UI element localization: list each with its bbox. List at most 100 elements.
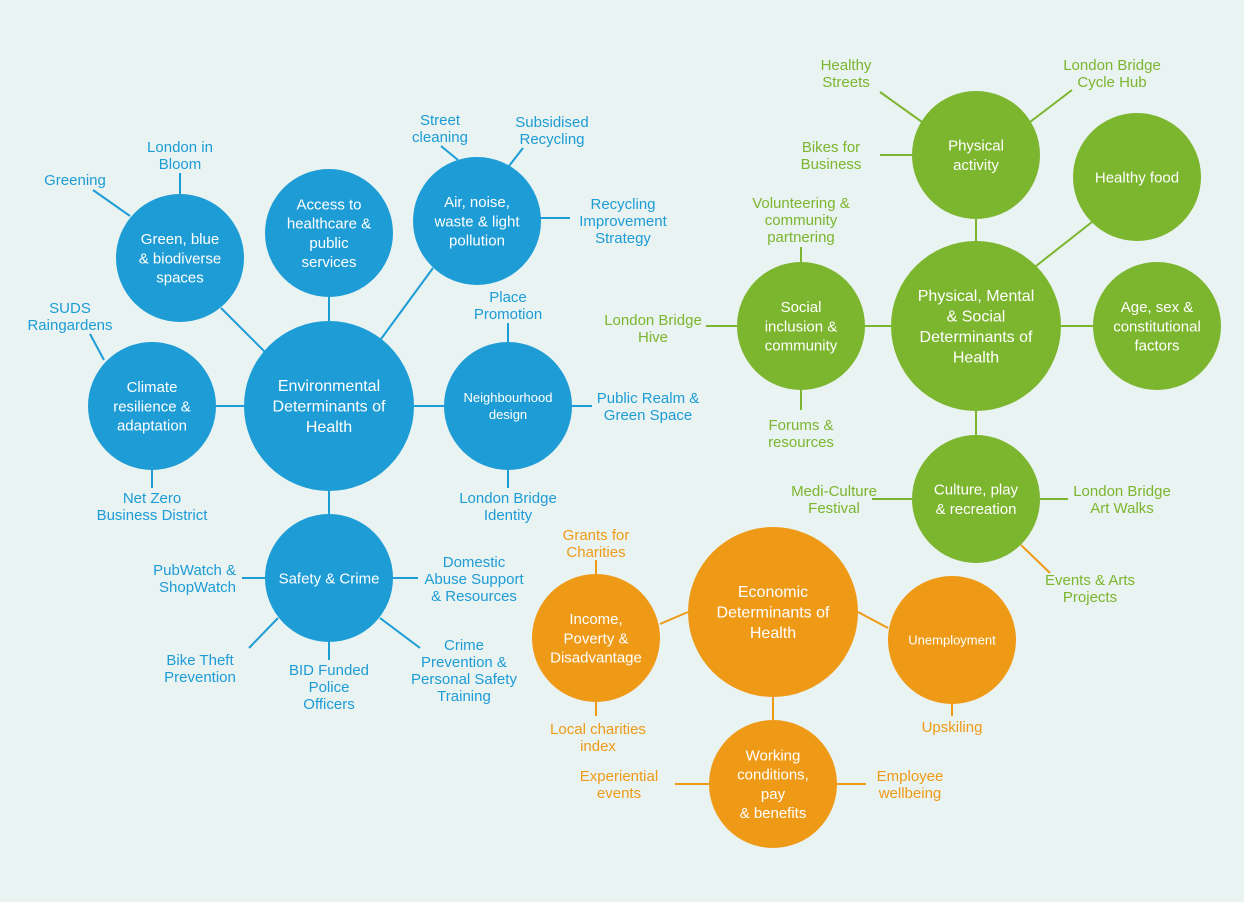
node-circle-safety xyxy=(265,514,393,642)
leaf-label-bikes-business: Bikes for xyxy=(802,139,860,156)
leaf-label-experiential: events xyxy=(597,785,641,802)
node-label-env: Environmental xyxy=(278,378,380,395)
leaf-label-place-promotion: Place xyxy=(489,289,527,306)
node-label-activity: Physical xyxy=(948,138,1004,155)
leaf-public-realm: Public Realm &Green Space xyxy=(597,390,700,424)
node-label-pmsd: Determinants of xyxy=(920,329,1033,346)
node-circle-pmsd xyxy=(891,241,1061,411)
node-label-social: community xyxy=(765,337,838,354)
leaf-label-london-in-bloom: London in xyxy=(147,139,213,156)
leaf-label-employee-wellbeing: Employee xyxy=(877,768,944,785)
connector-line xyxy=(508,147,524,167)
leaf-pubwatch: PubWatch &ShopWatch xyxy=(153,562,236,596)
leaf-label-crime-prevention: Training xyxy=(437,688,491,705)
node-circle-age xyxy=(1093,262,1221,390)
leaf-label-greening: Greening xyxy=(44,172,106,189)
leaf-label-subsidised-recycling: Subsidised xyxy=(515,114,588,131)
leaf-label-place-promotion: Promotion xyxy=(474,306,542,323)
leaf-upskiling: Upskiling xyxy=(922,719,983,736)
leaf-label-upskiling: Upskiling xyxy=(922,719,983,736)
leaf-label-bike-theft: Bike Theft xyxy=(166,652,234,669)
node-label-working: Working xyxy=(746,748,801,765)
node-circle-food xyxy=(1073,113,1201,241)
leaf-label-crime-prevention: Personal Safety xyxy=(411,671,517,688)
node-circle-access xyxy=(265,169,393,297)
leaf-greening: Greening xyxy=(44,172,106,189)
node-label-econ: Determinants of xyxy=(717,605,830,622)
node-label-food: Healthy food xyxy=(1095,169,1179,186)
leaf-label-domestic-abuse: & Resources xyxy=(431,588,517,605)
leaf-label-recycling-strategy: Improvement xyxy=(579,213,667,230)
node-label-age: factors xyxy=(1134,337,1179,354)
leaf-label-public-realm: Public Realm & xyxy=(597,390,700,407)
node-label-climate: Climate xyxy=(127,379,178,396)
leaf-label-lb-identity: London Bridge xyxy=(459,490,557,507)
connector-lines xyxy=(89,89,1093,785)
leaf-label-suds: SUDS xyxy=(49,300,91,317)
leaf-label-medi-culture: Medi-Culture xyxy=(791,483,877,500)
node-label-income: Income, xyxy=(569,611,622,628)
node-circle-climate xyxy=(88,342,216,470)
node-label-green: spaces xyxy=(156,269,204,286)
node-label-env: Health xyxy=(306,419,352,436)
node-label-working: & benefits xyxy=(740,805,807,822)
node-label-econ: Economic xyxy=(738,584,808,601)
node-label-air: waste & light xyxy=(433,213,520,230)
node-label-culture: & recreation xyxy=(936,501,1017,518)
connector-line xyxy=(659,611,689,625)
leaf-label-forums: Forums & xyxy=(768,417,833,434)
leaf-label-experiential: Experiential xyxy=(580,768,658,785)
node-label-neighbourhood: design xyxy=(489,407,527,422)
leaf-label-volunteering: Volunteering & xyxy=(752,195,850,212)
leaf-label-grants: Charities xyxy=(566,544,625,561)
node-label-pmsd: & Social xyxy=(947,308,1006,325)
node-label-income: Poverty & xyxy=(563,630,628,647)
connector-line xyxy=(1029,89,1073,123)
node-label-access: healthcare & xyxy=(287,216,371,233)
leaf-label-recycling-strategy: Recycling xyxy=(590,196,655,213)
leaf-label-street-cleaning: Street xyxy=(420,112,461,129)
leaf-label-bike-theft: Prevention xyxy=(164,669,236,686)
node-label-climate: resilience & xyxy=(113,398,191,415)
connector-line xyxy=(1035,221,1093,267)
node-label-income: Disadvantage xyxy=(550,649,642,666)
leaf-label-crime-prevention: Prevention & xyxy=(421,654,507,671)
leaf-label-recycling-strategy: Strategy xyxy=(595,230,651,247)
leaf-forums: Forums &resources xyxy=(768,417,834,451)
leaf-label-domestic-abuse: Abuse Support xyxy=(424,571,524,588)
node-circle-neighbourhood xyxy=(444,342,572,470)
node-circle-green xyxy=(116,194,244,322)
leaf-label-charities-index: Local charities xyxy=(550,721,646,738)
node-label-air: Air, noise, xyxy=(444,194,510,211)
node-label-unemployment: Unemployment xyxy=(908,633,996,648)
node-label-safety: Safety & Crime xyxy=(279,570,380,587)
leaf-label-london-in-bloom: Bloom xyxy=(159,156,202,173)
connector-line xyxy=(220,307,266,353)
leaf-label-cycle-hub: London Bridge xyxy=(1063,57,1161,74)
leaf-label-bid-police: BID Funded xyxy=(289,662,369,679)
node-label-access: Access to xyxy=(296,196,361,213)
connector-line xyxy=(380,267,434,340)
node-unemployment: Unemployment xyxy=(888,576,1016,704)
leaf-label-pubwatch: PubWatch & xyxy=(153,562,236,579)
leaf-label-street-cleaning: cleaning xyxy=(412,129,468,146)
node-label-pmsd: Health xyxy=(953,349,999,366)
node-label-working: conditions, xyxy=(737,767,809,784)
